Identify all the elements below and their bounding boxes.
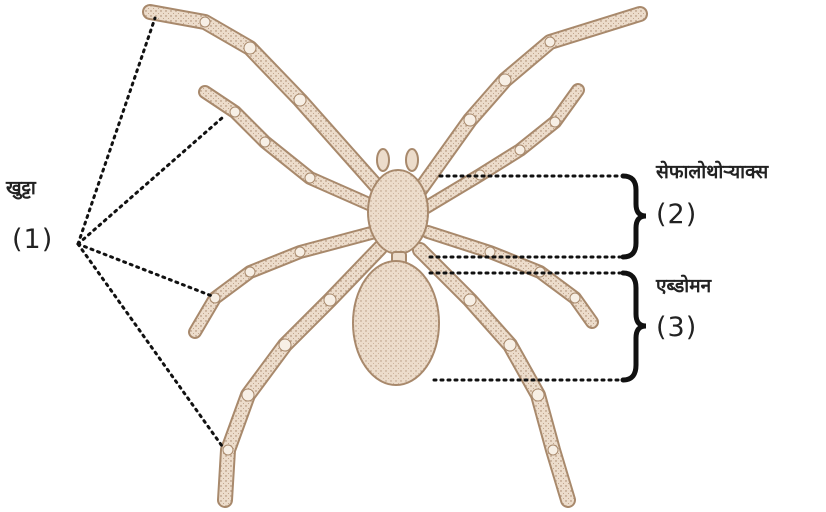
abdomen-brace xyxy=(623,273,646,380)
abdomen-label: एब्डोमन xyxy=(656,272,711,298)
legs-label: खुट्टा xyxy=(6,174,36,200)
leg-right-1 xyxy=(420,14,640,190)
cephalothorax-brace xyxy=(623,176,646,257)
abdomen xyxy=(353,261,439,385)
legs-leader-lines xyxy=(78,18,222,446)
cephalothorax-label: सेफालोथोऱ्याक्स xyxy=(656,158,768,184)
leg-left-1 xyxy=(150,12,380,190)
abdomen-number: (3) xyxy=(656,312,697,343)
cephalothorax xyxy=(368,170,428,254)
leg-left-4 xyxy=(225,248,380,500)
cephalothorax-number: (2) xyxy=(656,199,697,230)
legs-number: (1) xyxy=(12,224,53,255)
pedipalps xyxy=(377,149,418,171)
leg-right-4 xyxy=(420,250,568,500)
